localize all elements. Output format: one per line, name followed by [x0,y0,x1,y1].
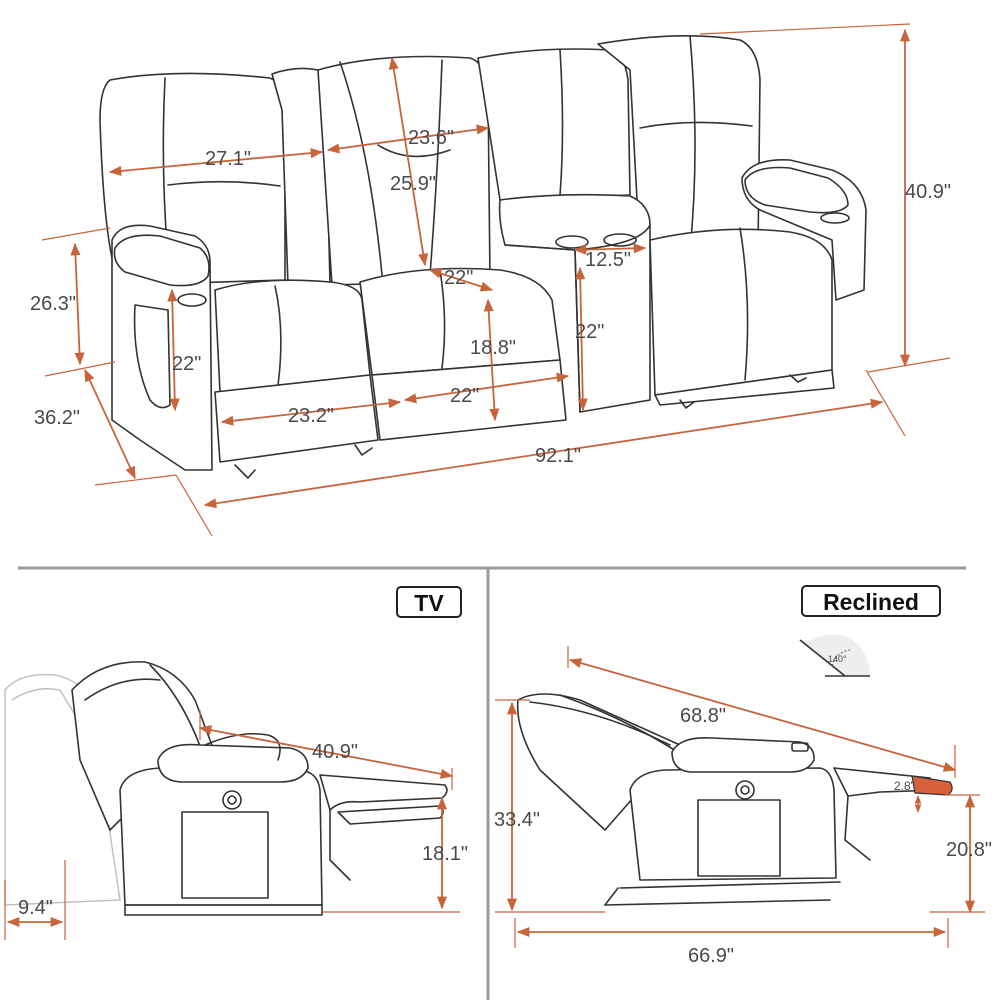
top-dimension-lines [41,23,951,537]
label-arm-inner-height: 22" [172,353,201,375]
angle-indicator: 140° [799,634,870,677]
label-seat-width-mid: 23.6" [408,127,454,149]
label-back-height: 25.9" [390,173,436,195]
tv-recliner-drawing [4,661,448,916]
tv-length-label: 40.9" [312,741,358,763]
reclined-length-label: 68.8" [680,705,726,727]
label-seat-height: 18.8" [470,337,516,359]
label-seat-width-left: 27.1" [205,148,251,170]
reclined-depth-label: 66.9" [688,945,734,967]
reclined-dimension-lines [495,646,985,948]
reclined-foot-thickness-label: 2.8" [894,779,915,793]
label-seat-width-bottom-mid: 22" [450,385,479,407]
label-total-height: 40.9" [905,181,951,203]
reclined-badge: Reclined [801,585,941,617]
label-armrest-height: 26.3" [30,293,76,315]
reclined-recliner-drawing [516,693,953,906]
label-depth: 36.2" [34,407,80,429]
label-total-width: 92.1" [535,445,581,467]
label-seat-depth-gap: 22" [444,267,473,289]
loveseat-drawing [99,35,867,479]
tv-leg-rest-height-label: 18.1" [422,843,468,865]
reclined-height-label: 33.4" [494,809,540,831]
tv-badge: TV [396,586,462,618]
tv-wall-gap-label: 9.4" [18,897,53,919]
label-seat-width-bottom-left: 23.2" [288,405,334,427]
reclined-label: Reclined [823,589,919,615]
label-console-width: 12.5" [585,249,631,271]
tv-dimension-lines [4,710,460,940]
label-console-height: 22" [575,321,604,343]
recline-angle-label: 140° [828,654,847,664]
tv-label: TV [414,590,444,616]
reclined-foot-height-label: 20.8" [946,839,992,861]
